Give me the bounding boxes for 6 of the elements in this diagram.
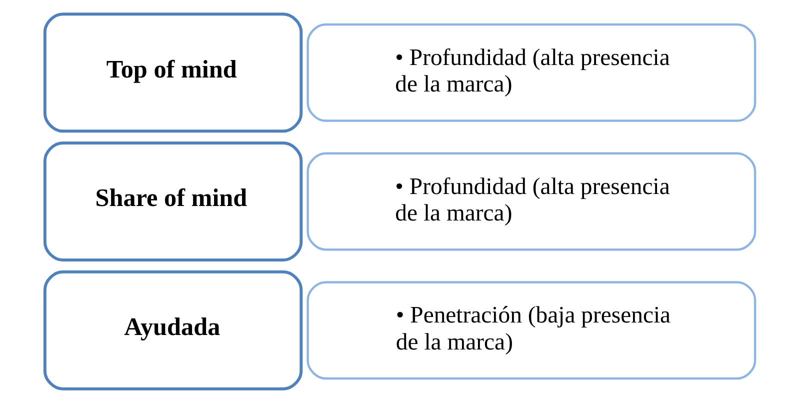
- node-box: Top of mind: [43, 12, 303, 133]
- node-box: • Penetración (baja presencia de la marca): [306, 281, 756, 380]
- node-box: Ayudada: [43, 270, 303, 390]
- node-box: Share of mind: [43, 142, 303, 262]
- node-box: • Profundidad (alta presencia de la marca): [306, 23, 756, 122]
- node-box: • Profundidad (alta presencia de la marca): [306, 152, 756, 251]
